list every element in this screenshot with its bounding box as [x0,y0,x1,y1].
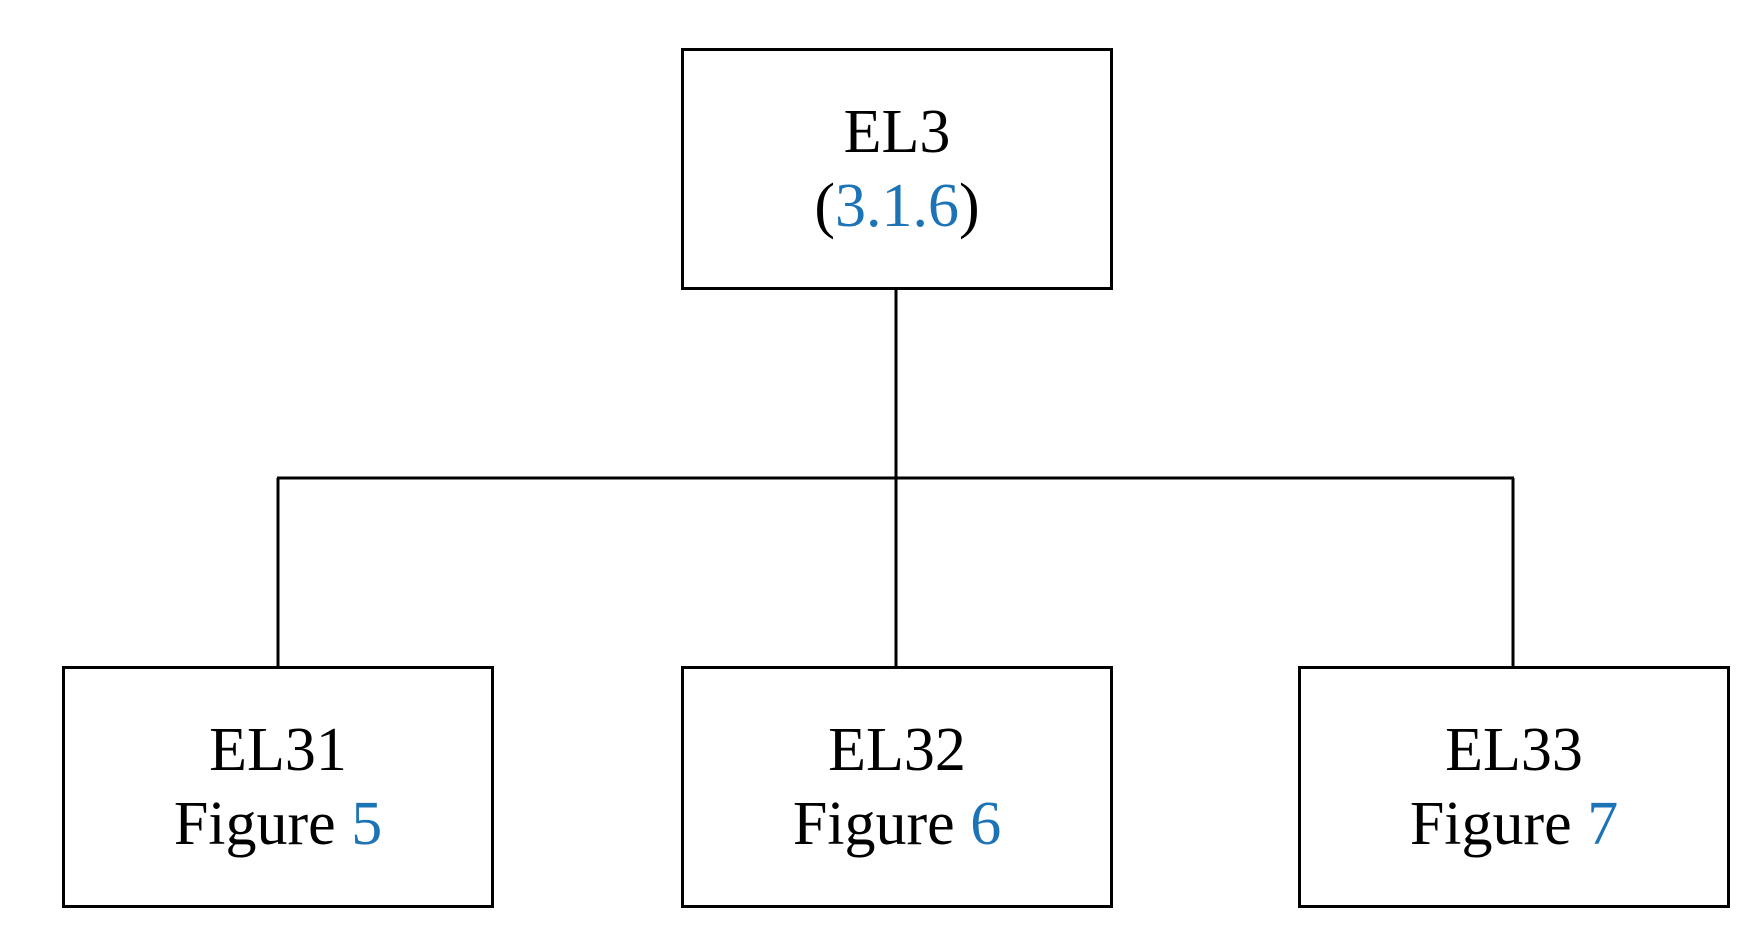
figure-reference-link[interactable]: 5 [351,790,383,858]
figure-reference-link[interactable]: 7 [1587,790,1619,858]
figure-label: Figure [173,790,352,858]
figure-label: Figure [1409,790,1588,858]
child-node-title: EL32 [828,716,966,784]
child-node-el32: EL32 Figure 6 [681,666,1113,908]
child-node-title: EL33 [1445,716,1583,784]
section-reference-link[interactable]: 3.1.6 [835,172,959,240]
reference-open-paren: ( [814,172,835,240]
child-node-el31: EL31 Figure 5 [62,666,494,908]
reference-close-paren: ) [959,172,980,240]
child-node-el33: EL33 Figure 7 [1298,666,1730,908]
root-node-title: EL3 [843,98,951,166]
child-node-figure-ref: Figure 7 [1410,787,1618,861]
figure-label: Figure [792,790,971,858]
figure-reference-link[interactable]: 6 [970,790,1002,858]
root-node-el3: EL3 (3.1.6) [681,48,1113,290]
root-node-reference: (3.1.6) [814,169,979,243]
child-node-title: EL31 [209,716,347,784]
child-node-figure-ref: Figure 6 [793,787,1001,861]
child-node-figure-ref: Figure 5 [174,787,382,861]
